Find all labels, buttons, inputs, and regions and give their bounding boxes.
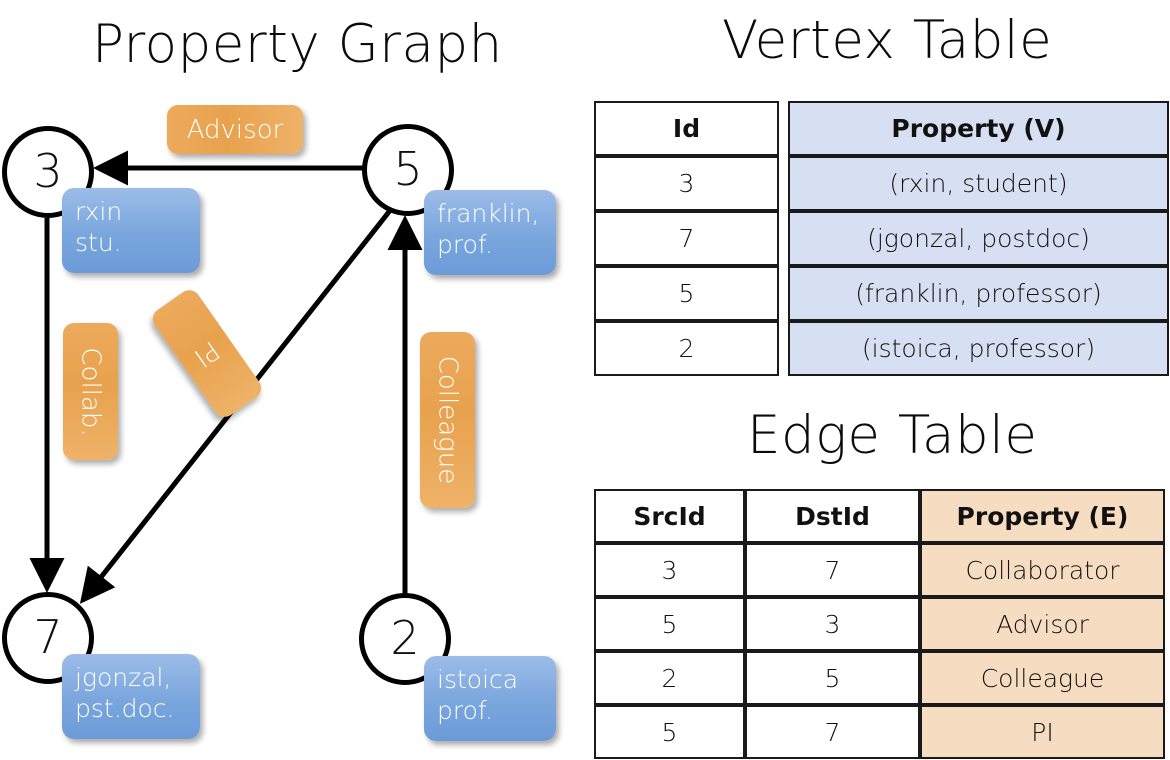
- table-row: 2 5 Colleague: [594, 651, 1165, 705]
- table-row: 7 (jgonzal, postdoc): [594, 211, 1169, 266]
- vertex-table: Id Property (V) 3 (rxin, student) 7 (jgo…: [594, 101, 1169, 376]
- vertex-row-2-gap: [779, 266, 788, 321]
- vertex-row-1-gap: [779, 211, 788, 266]
- vertex-row-2-property: (franklin, professor): [788, 266, 1169, 321]
- edge-row-0-src: 3: [594, 543, 745, 597]
- edge-label-pi-text: PI: [188, 334, 226, 373]
- table-row: 3 (rxin, student): [594, 156, 1169, 211]
- table-row: 5 7 PI: [594, 705, 1165, 759]
- graph-node-7-id: 7: [33, 610, 63, 664]
- edge-row-1-src: 5: [594, 597, 745, 651]
- graph-node-5[interactable]: 5: [362, 124, 454, 216]
- edge-table-header-row: SrcId DstId Property (E): [594, 489, 1165, 543]
- table-row: 3 7 Collaborator: [594, 543, 1165, 597]
- edge-label-advisor: Advisor: [167, 105, 303, 154]
- vertex-table-col-property: Property (V): [788, 101, 1169, 156]
- node-property-3-line1: rxin: [75, 197, 123, 226]
- edge-label-colleague-text: Colleague: [432, 355, 463, 485]
- edge-row-3-property: PI: [920, 705, 1165, 759]
- edge-table-col-srcid: SrcId: [594, 489, 745, 543]
- edge-table-col-property: Property (E): [920, 489, 1165, 543]
- vertex-row-3-id: 2: [594, 321, 779, 376]
- edge-row-2-property: Colleague: [920, 651, 1165, 705]
- vertex-row-1-property: (jgonzal, postdoc): [788, 211, 1169, 266]
- edge-row-0-dst: 7: [745, 543, 920, 597]
- edge-row-1-property: Advisor: [920, 597, 1165, 651]
- edge-row-3-src: 5: [594, 705, 745, 759]
- vertex-table-column-gap: [779, 101, 788, 156]
- node-property-2-line1: istoica: [437, 665, 519, 694]
- edge-label-collab-text: Collab.: [75, 346, 106, 437]
- edge-row-3-dst: 7: [745, 705, 920, 759]
- vertex-table-header-row: Id Property (V): [594, 101, 1169, 156]
- page-title-edge-table: Edge Table: [747, 405, 1038, 466]
- edge-row-2-dst: 5: [745, 651, 920, 705]
- vertex-row-0-id: 3: [594, 156, 779, 211]
- page-title-property-graph: Property Graph: [92, 14, 503, 75]
- edge-row-1-dst: 3: [745, 597, 920, 651]
- node-property-box-7: jgonzal, pst.doc.: [62, 654, 200, 739]
- page-title-vertex-table: Vertex Table: [722, 10, 1053, 71]
- edge-table: SrcId DstId Property (E) 3 7 Collaborato…: [594, 489, 1165, 759]
- vertex-row-0-gap: [779, 156, 788, 211]
- node-property-2-line2: prof.: [437, 695, 493, 725]
- vertex-row-2-id: 5: [594, 266, 779, 321]
- graph-node-2[interactable]: 2: [359, 593, 451, 685]
- vertex-table-col-id: Id: [594, 101, 779, 156]
- node-property-5-line1: franklin,: [437, 199, 540, 228]
- node-property-box-5: franklin, prof.: [424, 190, 556, 275]
- node-property-box-2: istoica prof.: [424, 656, 556, 741]
- table-row: 5 (franklin, professor): [594, 266, 1169, 321]
- node-property-7-line2: pst.doc.: [75, 693, 175, 723]
- table-row: 2 (istoica, professor): [594, 321, 1169, 376]
- graph-node-3-id: 3: [33, 144, 63, 198]
- graph-node-5-id: 5: [393, 142, 423, 196]
- table-row: 5 3 Advisor: [594, 597, 1165, 651]
- vertex-row-1-id: 7: [594, 211, 779, 266]
- node-property-3-line2: stu.: [75, 227, 122, 257]
- node-property-5-line2: prof.: [437, 229, 493, 259]
- edge-row-2-src: 2: [594, 651, 745, 705]
- edge-label-colleague: Colleague: [420, 332, 475, 508]
- vertex-row-3-gap: [779, 321, 788, 376]
- edge-label-advisor-text: Advisor: [186, 114, 284, 145]
- node-property-box-3: rxin stu.: [62, 188, 200, 273]
- edge-row-0-property: Collaborator: [920, 543, 1165, 597]
- vertex-row-0-property: (rxin, student): [788, 156, 1169, 211]
- edge-table-col-dstid: DstId: [745, 489, 920, 543]
- vertex-row-3-property: (istoica, professor): [788, 321, 1169, 376]
- graph-node-2-id: 2: [390, 611, 420, 665]
- edge-label-collab: Collab.: [63, 323, 118, 460]
- node-property-7-line1: jgonzal,: [75, 663, 172, 692]
